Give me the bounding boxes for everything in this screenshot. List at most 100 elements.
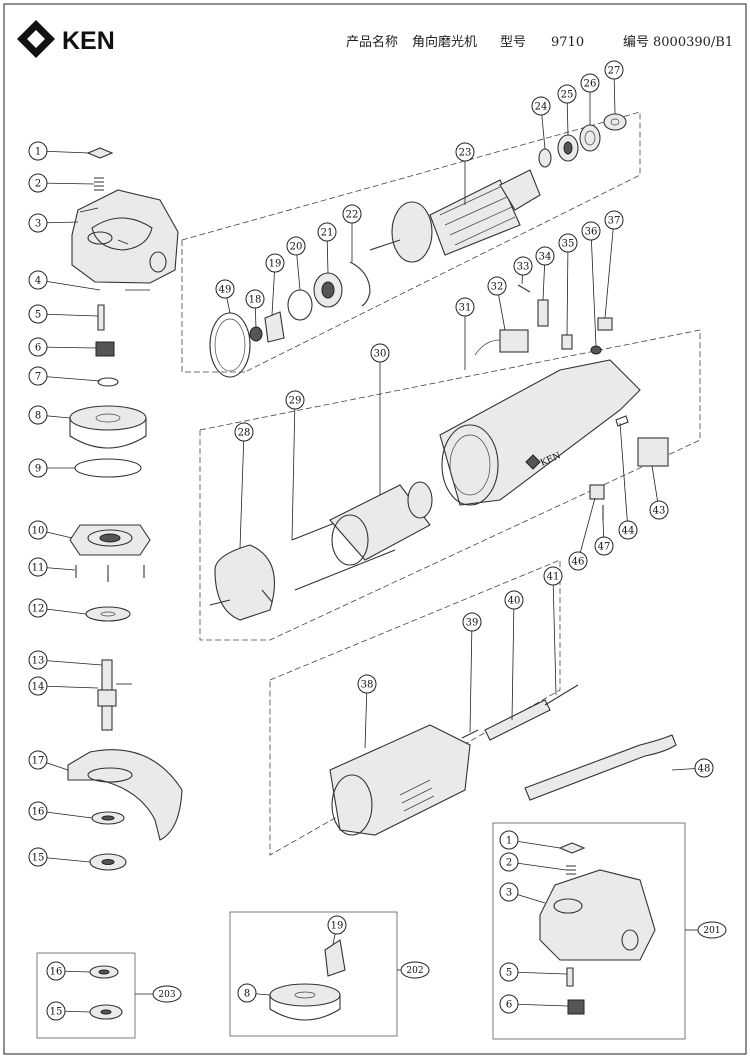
- callout-number: 46: [572, 557, 585, 568]
- diamond-logo-inner: [27, 30, 45, 48]
- callout-circle: [558, 233, 578, 253]
- callout-circle: [694, 758, 714, 778]
- callout-circle: [28, 141, 48, 161]
- subassembly-box-201: [492, 822, 686, 1040]
- callout-number: 13: [32, 656, 45, 667]
- callout-12: 12: [28, 598, 48, 618]
- pinion-nut: [249, 326, 263, 342]
- armature-row-parts: [209, 113, 627, 378]
- spindle-lock-button: [86, 147, 114, 159]
- callout-number: 27: [608, 66, 621, 77]
- code-label: 编号: [623, 35, 649, 50]
- callout-circle: [28, 213, 48, 233]
- callout-10: 10: [28, 520, 48, 540]
- callout-number: 2: [35, 179, 41, 190]
- callout-number: 36: [585, 227, 598, 238]
- callout-number: 37: [608, 216, 621, 227]
- callout-27: 27: [604, 60, 624, 80]
- inner-flange: [91, 811, 125, 825]
- callout-circle: [28, 304, 48, 324]
- callout-6: 6: [28, 337, 48, 357]
- callout-leader-28: [239, 431, 245, 549]
- lock-spring: [94, 177, 104, 191]
- callout-32: 32: [487, 276, 507, 296]
- callout-circle: [28, 520, 48, 540]
- callout-35: 35: [558, 233, 578, 253]
- callout-circle: [455, 142, 475, 162]
- callout-leader-49: [508, 861, 567, 871]
- wheel-guard: [67, 749, 183, 841]
- callout-circle: [499, 962, 519, 982]
- callout-circle: [594, 536, 614, 556]
- gear-head-boundary: [181, 240, 245, 373]
- callout-2: 2: [28, 173, 48, 193]
- code-value: 8000390/B1: [653, 35, 733, 50]
- bearing-flange: [69, 524, 151, 556]
- callout-number: 39: [466, 618, 479, 629]
- o-ring: [74, 458, 142, 478]
- callout-8: 8: [237, 983, 257, 1003]
- callout-circle: [513, 256, 533, 276]
- callout-number: 18: [249, 295, 262, 306]
- callout-number: 5: [506, 968, 512, 979]
- callout-circle: [535, 246, 555, 266]
- callout-circle: [28, 337, 48, 357]
- callout-number: 2: [506, 858, 512, 869]
- callout-number: 1: [35, 147, 41, 158]
- armature: [369, 169, 541, 263]
- callout-number: 15: [32, 853, 45, 864]
- needle-bearing: [95, 341, 115, 357]
- callout-number: 19: [269, 259, 282, 270]
- product-name: 角向磨光机: [412, 34, 477, 50]
- callout-number: 47: [598, 542, 611, 553]
- callout-7: 7: [28, 366, 48, 386]
- callout-circle: [581, 221, 601, 241]
- subassembly-box-203: [36, 952, 136, 1039]
- switch-link: [615, 415, 629, 427]
- callout-number: 20: [290, 242, 303, 253]
- callout-48: 48: [694, 758, 714, 778]
- callout-5: 5: [28, 304, 48, 324]
- callout-number: 7: [35, 372, 41, 383]
- brush-holder: [561, 334, 573, 350]
- callout-1: 1: [28, 141, 48, 161]
- callout-number: 19: [331, 921, 344, 932]
- callout-38: 38: [357, 674, 377, 694]
- callout-circle: [618, 520, 638, 540]
- spindle-washer: [85, 606, 131, 622]
- callout-circle: [215, 279, 235, 299]
- callout-leader-43: [619, 422, 629, 531]
- callout-number: 26: [584, 79, 597, 90]
- callout-circle: [531, 96, 551, 116]
- spindle-pin: [97, 304, 105, 331]
- callout-number: 41: [547, 572, 560, 583]
- lock-nut: [89, 853, 127, 871]
- callout-circle: [28, 405, 48, 425]
- subassembly-203-parts: [89, 965, 123, 1020]
- callout-number: 34: [539, 252, 552, 263]
- callout-21: 21: [317, 222, 337, 242]
- armature-boundary: [181, 111, 641, 373]
- callout-3: 3: [499, 882, 519, 902]
- callout-circle: [557, 84, 577, 104]
- end-washer: [603, 113, 627, 131]
- callout-40: 40: [504, 590, 524, 610]
- callout-18: 18: [245, 289, 265, 309]
- callout-36: 36: [581, 221, 601, 241]
- callout-circle: [604, 60, 624, 80]
- rear-cover-row-parts: [329, 684, 677, 836]
- callout-24: 24: [531, 96, 551, 116]
- callout-leader-6: [37, 346, 97, 349]
- callout-leader-52: [508, 1003, 569, 1007]
- circlip: [97, 377, 119, 387]
- callout-bubbles: 1234567891011121314151617181920212223242…: [28, 60, 714, 1021]
- callout-25: 25: [557, 84, 577, 104]
- callout-circle: [499, 830, 519, 850]
- callout-43: 43: [649, 500, 669, 520]
- callout-leader-7: [37, 375, 101, 382]
- housing-row-parts: KEN: [209, 284, 669, 621]
- callout-number: 6: [506, 1000, 512, 1011]
- callout-circle: [28, 557, 48, 577]
- callout-23: 23: [455, 142, 475, 162]
- callout-circle: [28, 366, 48, 386]
